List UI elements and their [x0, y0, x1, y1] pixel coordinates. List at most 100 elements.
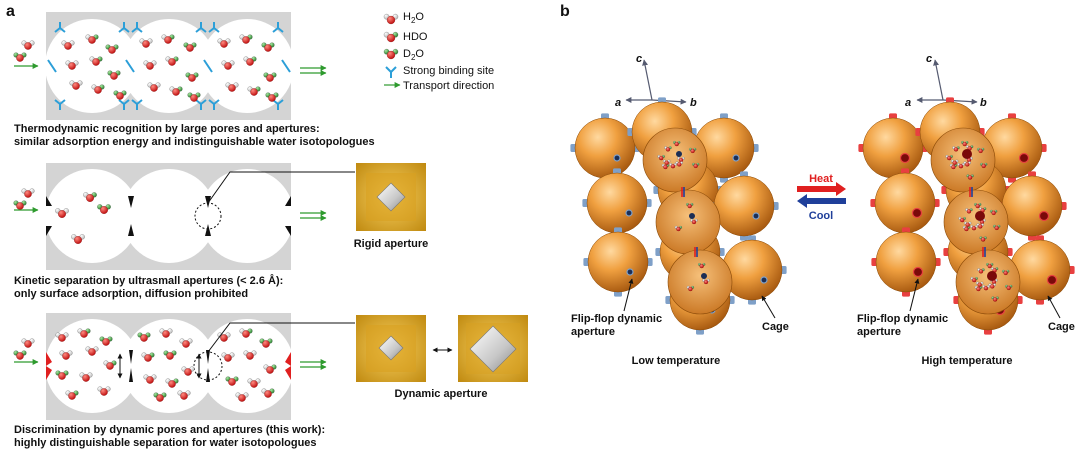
hdo-molecule — [91, 84, 105, 94]
h2o-molecule — [21, 40, 35, 50]
panel-b-label: b — [560, 3, 570, 20]
d2o-molecule — [259, 338, 273, 348]
h2o-molecule — [79, 372, 93, 382]
hdo-molecule — [965, 208, 973, 214]
legend-d2o: D2O — [403, 48, 424, 62]
row3-pore-channel — [45, 313, 294, 420]
axis-b: b — [980, 97, 987, 109]
legend-transport: Transport direction — [403, 80, 494, 92]
hdo-molecule — [239, 328, 253, 338]
h2o-molecule — [139, 38, 153, 48]
hdo-molecule — [89, 56, 103, 66]
open-cage — [930, 127, 996, 193]
d2o-molecule — [263, 72, 277, 82]
cage-sphere — [871, 227, 941, 297]
row2-caption: Kinetic separation by ultrasmall apertur… — [14, 274, 283, 287]
d2o-molecule — [13, 52, 27, 62]
pointer-arrow — [909, 278, 920, 312]
hdo-molecule — [83, 192, 97, 202]
legend-binding: Strong binding site — [403, 65, 494, 77]
hdo-molecule — [965, 145, 974, 151]
d2o-molecule — [261, 42, 275, 52]
hdo-icon — [383, 31, 399, 43]
d2o-molecule — [163, 350, 177, 360]
h2o-molecule — [221, 352, 235, 362]
binding-site-icon — [54, 99, 66, 110]
d2o-molecule — [686, 202, 694, 209]
h2o-molecule — [217, 332, 231, 342]
hdo-molecule — [383, 31, 399, 43]
cool-label: Cool — [809, 210, 833, 222]
d2o-molecule — [993, 224, 1001, 231]
d2o-molecule — [183, 42, 197, 52]
binding-site-icon — [131, 22, 143, 33]
h2o-molecule — [65, 60, 79, 70]
d2o-molecule — [55, 370, 69, 380]
pointer-arrow — [761, 295, 776, 319]
d2o-molecule — [1001, 269, 1010, 276]
dynamic-aperture-label: Dynamic aperture — [395, 388, 488, 400]
cage-sphere — [1005, 235, 1075, 305]
rigid-aperture-inset — [356, 163, 426, 231]
flip-flop-label-right: aperture — [857, 326, 901, 338]
cool-arrow — [797, 194, 846, 208]
d2o-molecule — [97, 204, 111, 214]
axis-b: b — [690, 97, 697, 109]
h2o-molecule — [179, 338, 193, 348]
heat-label: Heat — [809, 173, 833, 185]
d2o-molecule — [698, 262, 706, 269]
pointer-arrow — [1047, 295, 1061, 319]
h2o-molecule — [663, 159, 671, 165]
hdo-molecule — [977, 268, 985, 274]
h2o-molecule — [55, 332, 69, 342]
h2o-molecule — [61, 40, 75, 50]
open-cage — [655, 189, 721, 255]
h2o-molecule — [963, 161, 971, 167]
d2o-molecule — [113, 90, 127, 100]
open-cage — [955, 249, 1021, 315]
d2o-molecule — [187, 92, 201, 102]
h2o-molecule — [976, 223, 984, 229]
h2o-molecule — [976, 281, 984, 287]
rigid-aperture-label: Rigid aperture — [354, 238, 429, 250]
d2o-molecule — [107, 70, 121, 80]
row2-pore-channel — [45, 163, 294, 270]
callout-line — [207, 171, 355, 204]
h2o-molecule — [85, 346, 99, 356]
d2o-molecule — [99, 336, 113, 346]
h2o-molecule — [243, 350, 257, 360]
hdo-molecule — [103, 360, 117, 370]
h2o-molecule — [181, 366, 195, 376]
flip-flop-label-right: Flip-flop dynamic — [857, 313, 948, 325]
d2o-molecule — [105, 44, 119, 54]
d2o-molecule — [961, 140, 969, 147]
row3-caption: Discrimination by dynamic pores and aper… — [14, 424, 325, 436]
dynamic-aperture-inset-open — [458, 315, 528, 382]
h2o-molecule — [677, 156, 685, 163]
legend-h2o: H2O — [403, 11, 424, 25]
d2o-molecule — [185, 72, 199, 82]
hdo-molecule — [657, 154, 665, 161]
pointer-arrow — [623, 278, 634, 312]
open-cage — [642, 127, 708, 193]
d2o-molecule — [673, 140, 681, 147]
dynamic-aperture-inset-closed — [356, 315, 426, 382]
h2o-molecule — [982, 285, 990, 291]
d2o-molecule — [974, 202, 982, 209]
legend: H2O HDO D2O Strong binding site Transpor… — [383, 11, 494, 92]
incoming-molecules — [13, 40, 35, 62]
d2o-molecule — [265, 92, 279, 102]
h2o-molecule — [951, 159, 959, 165]
hdo-molecule — [85, 34, 99, 44]
d2o-molecule — [989, 209, 998, 216]
h2o-molecule — [669, 163, 677, 169]
h2o-molecule — [247, 378, 261, 388]
axes-left: c a b — [615, 53, 697, 109]
hdo-molecule — [958, 216, 966, 223]
hdo-molecule — [974, 285, 983, 292]
h2o-molecule — [235, 392, 249, 402]
heat-arrow — [797, 182, 846, 196]
cage-label-right: Cage — [1048, 321, 1075, 333]
hdo-molecule — [165, 56, 179, 66]
hdo-molecule — [962, 225, 971, 232]
